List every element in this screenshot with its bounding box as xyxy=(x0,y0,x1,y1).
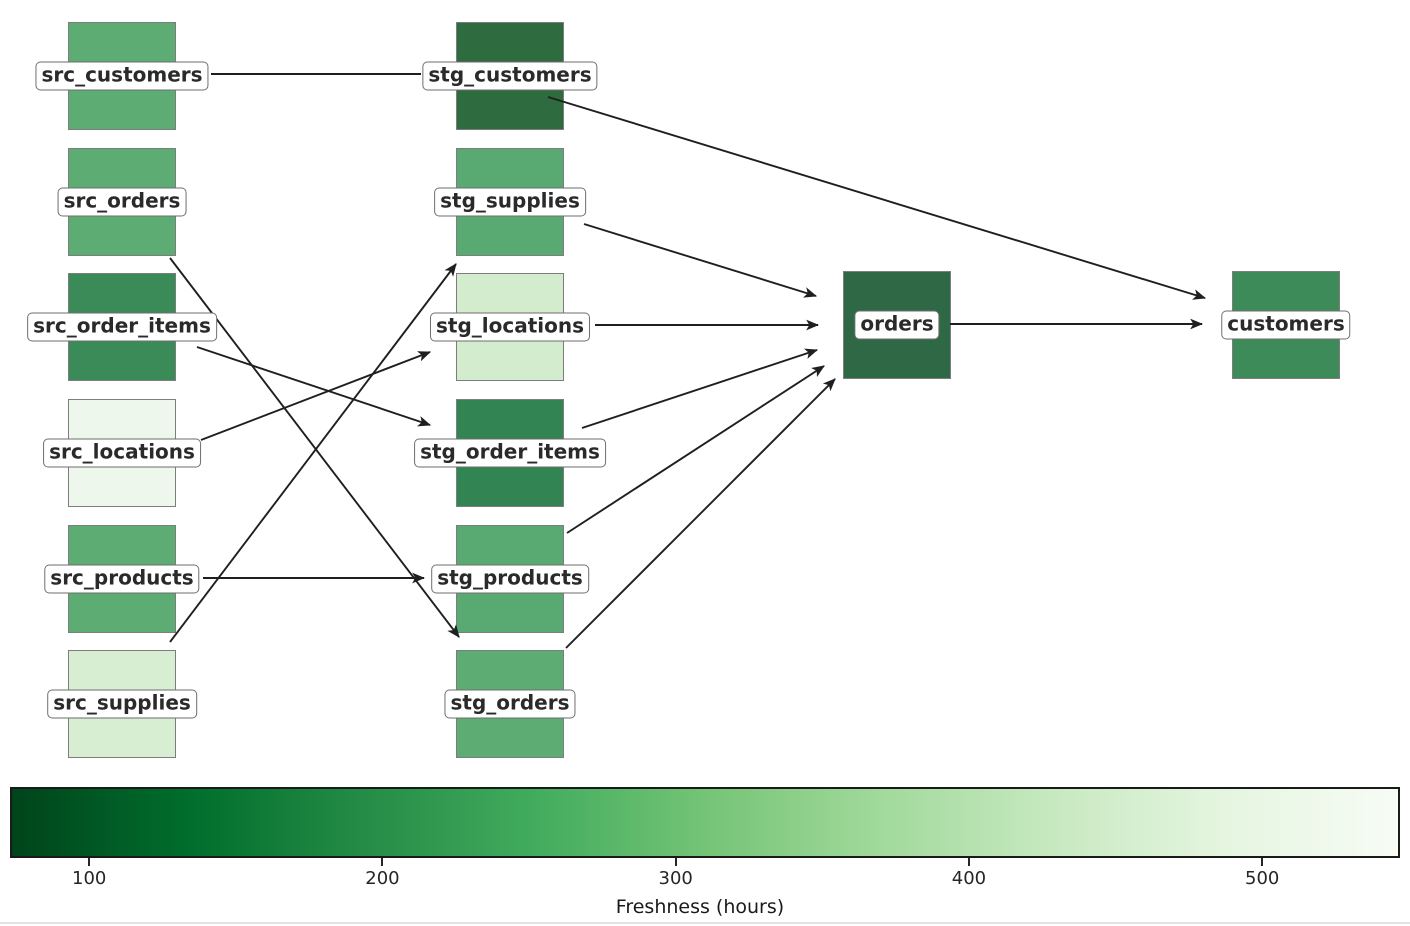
edge-stg_customers-to-customers xyxy=(547,96,1207,300)
node-label-orders: orders xyxy=(854,310,940,340)
freshness-colorbar xyxy=(10,787,1400,858)
colorbar-tick-label-400: 400 xyxy=(951,868,987,889)
node-label-src_products: src_products xyxy=(44,564,200,594)
node-label-stg_customers: stg_customers xyxy=(422,61,598,91)
edge-src_order_items-to-stg_order_items xyxy=(196,346,432,427)
node-label-src_locations: src_locations xyxy=(43,438,201,468)
colorbar-tick-100 xyxy=(88,858,91,866)
node-label-stg_orders: stg_orders xyxy=(444,689,576,719)
colorbar-axis-label: Freshness (hours) xyxy=(615,896,785,918)
node-label-src_customers: src_customers xyxy=(35,61,209,91)
node-label-src_order_items: src_order_items xyxy=(27,312,217,342)
node-label-stg_locations: stg_locations xyxy=(429,312,591,342)
node-label-customers: customers xyxy=(1221,310,1351,340)
colorbar-tick-label-500: 500 xyxy=(1244,868,1280,889)
edge-stg_orders-to-orders xyxy=(565,378,836,649)
colorbar-tick-300 xyxy=(674,858,677,866)
node-label-stg_supplies: stg_supplies xyxy=(434,187,586,217)
node-label-src_supplies: src_supplies xyxy=(47,689,197,719)
colorbar-tick-500 xyxy=(1261,858,1264,866)
colorbar-tick-200 xyxy=(381,858,384,866)
bottom-divider-line xyxy=(0,922,1410,924)
colorbar-tick-label-300: 300 xyxy=(658,868,693,889)
node-label-src_orders: src_orders xyxy=(57,187,187,217)
colorbar-tick-label-200: 200 xyxy=(365,868,400,889)
edge-stg_order_items-to-orders xyxy=(581,348,819,429)
colorbar-tick-400 xyxy=(967,858,970,866)
edge-stg_supplies-to-orders xyxy=(583,223,818,298)
node-label-stg_order_items: stg_order_items xyxy=(414,438,606,468)
node-label-stg_products: stg_products xyxy=(431,564,589,594)
edge-src_locations-to-stg_locations xyxy=(200,351,432,441)
colorbar-tick-label-100: 100 xyxy=(71,868,107,889)
